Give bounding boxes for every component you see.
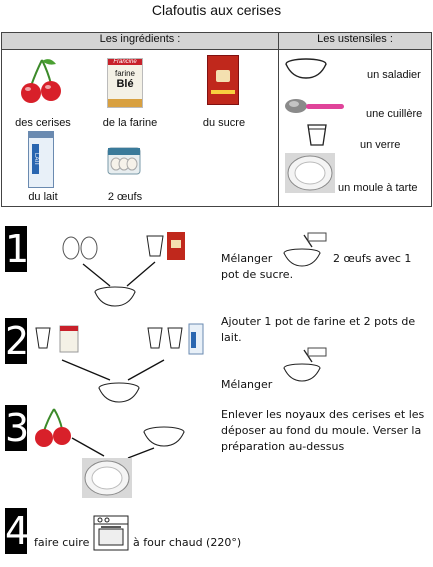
pan-label: un moule à tarte — [338, 182, 418, 194]
step-2-text-b: lait. — [221, 331, 242, 344]
bowl-label: un saladier — [367, 69, 421, 81]
step-1-text-c: pot de sucre. — [221, 268, 294, 281]
step-3-text-b: déposer au fond du moule. Verser la — [221, 424, 422, 437]
step-3-number: 3 — [5, 405, 30, 451]
mixing-bowl-icon — [283, 232, 327, 267]
salad-bowl-icon — [285, 58, 327, 79]
sugar-label: du sucre — [202, 117, 246, 129]
flour-bag-icon: Francine farine Blé — [107, 58, 143, 108]
glass-label: un verre — [360, 139, 401, 151]
spoon-icon — [285, 99, 344, 113]
step-3-text-c: préparation au-dessus — [221, 440, 345, 453]
flour-word-2: Blé — [116, 78, 134, 90]
flour-brand: Francine — [108, 59, 142, 65]
cherries-label: des cerises — [15, 117, 71, 129]
step-2-text-a: Ajouter 1 pot de farine et 2 pots de — [221, 315, 416, 328]
egg-carton-icon — [107, 147, 141, 175]
egg-icon — [62, 236, 80, 260]
mixing-bowl-icon-2 — [283, 347, 327, 382]
step-1-number: 1 — [5, 226, 30, 272]
cherries-icon-2 — [35, 408, 71, 447]
flour-word-1: farine — [114, 69, 135, 78]
egg-icon — [80, 236, 98, 260]
milk-word: LAIT — [32, 144, 39, 174]
oven-icon — [93, 515, 129, 551]
milk-carton-icon: LAIT — [28, 131, 54, 188]
step-1-text-a: Mélanger — [221, 252, 273, 265]
cherries-icon — [21, 59, 61, 103]
step-2-text-c: Mélanger — [221, 378, 273, 391]
step-2-number: 2 — [5, 318, 30, 364]
spoon-label: une cuillère — [366, 108, 423, 120]
tart-pan-icon — [285, 153, 335, 193]
sugar-box-icon — [207, 55, 239, 105]
step-1-text-b: 2 œufs avec 1 — [333, 252, 412, 265]
utensils-header: Les ustensiles : — [278, 32, 432, 50]
step-1-illustration — [62, 232, 185, 307]
step-3-text-a: Enlever les noyaux des cerises et les — [221, 408, 425, 421]
step-3-illustration — [71, 426, 185, 498]
glass-icon — [307, 124, 327, 146]
step-4-text-b: à four chaud (220°) — [133, 536, 242, 549]
step-4-text-a: faire cuire — [34, 536, 90, 549]
step-4-number: 4 — [5, 508, 30, 554]
ingredients-header: Les ingrédients : — [1, 32, 279, 50]
eggs-label: 2 œufs — [107, 191, 143, 203]
step-2-illustration — [35, 323, 204, 403]
flour-label: de la farine — [102, 117, 158, 129]
recipe-title: Clafoutis aux cerises — [151, 2, 282, 18]
milk-label: du lait — [28, 191, 58, 203]
